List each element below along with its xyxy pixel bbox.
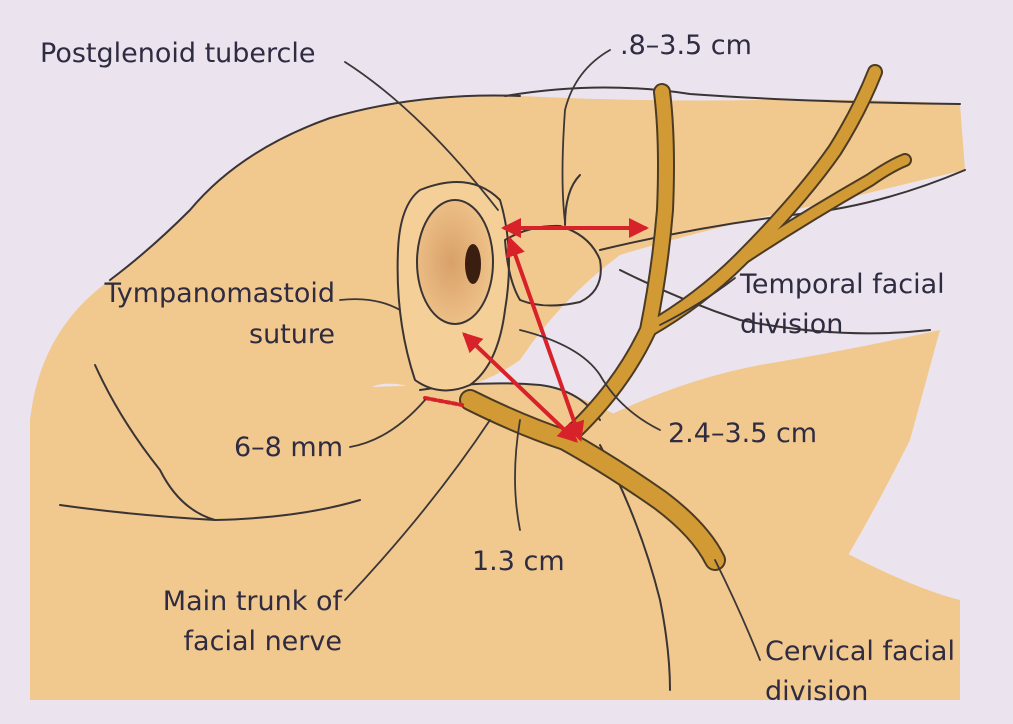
auditory-canal bbox=[417, 200, 493, 324]
label-temporal-facial: Temporal facial bbox=[739, 269, 945, 300]
label-postglenoid-tubercle: Postglenoid tubercle bbox=[40, 38, 316, 69]
label-temporal-division: division bbox=[740, 309, 843, 340]
label-6-8-mm: 6–8 mm bbox=[234, 432, 343, 463]
label-cervical-division: division bbox=[765, 676, 868, 707]
label-suture: suture bbox=[249, 319, 335, 350]
label-1-3-cm: 1.3 cm bbox=[472, 546, 565, 577]
label-cervical-facial: Cervical facial bbox=[765, 636, 955, 667]
tympanic-membrane bbox=[465, 244, 481, 284]
label-main-trunk: Main trunk of bbox=[163, 586, 344, 617]
label-2-4-3-5-cm: 2.4–3.5 cm bbox=[668, 418, 817, 449]
label-distance-top: .8–3.5 cm bbox=[620, 30, 752, 61]
label-facial-nerve: facial nerve bbox=[184, 626, 342, 657]
label-tympanomastoid: Tympanomastoid bbox=[103, 278, 335, 309]
